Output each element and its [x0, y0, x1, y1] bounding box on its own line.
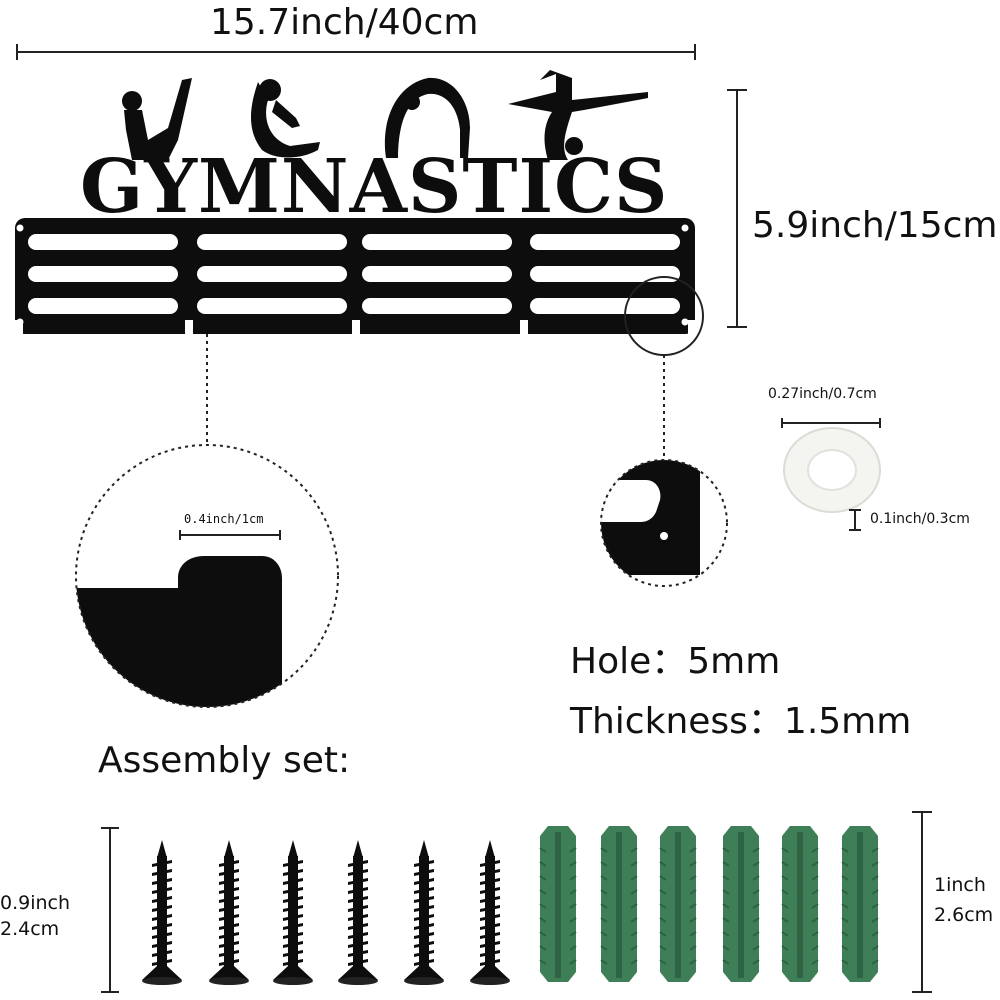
screw-icon [404, 840, 444, 985]
height-dimension-line [727, 89, 747, 328]
hole-detail-circle [600, 459, 728, 587]
medal-rack-body [15, 218, 696, 336]
hole-spec: Hole：5mm [570, 641, 781, 682]
gymnast-figure-1 [122, 78, 192, 160]
width-label: 15.7inch/40cm [210, 2, 479, 43]
screw-icon [273, 840, 313, 985]
screw-icon [209, 840, 249, 985]
brand-word: GYMNASTICS [80, 144, 669, 230]
anchor-dimension-line [912, 811, 932, 993]
anchor-length-inch: 1inch [934, 874, 986, 896]
gymnast-figure-4 [508, 70, 648, 160]
slot-detail-circle [75, 444, 339, 708]
wall-anchor-icon [722, 826, 760, 982]
screw-length-label: 0.9inch 2.4cm [0, 890, 70, 942]
screws-group [142, 840, 510, 985]
screw-dimension-line [101, 827, 119, 993]
gymnast-figure-3 [384, 77, 470, 158]
wall-anchor-icon [600, 826, 638, 982]
screw-length-cm: 2.4cm [0, 918, 60, 940]
anchor-length-label: 1inch 2.6cm [934, 870, 993, 930]
assembly-set-label: Assembly set: [98, 740, 351, 781]
gymnast-silhouettes [122, 70, 648, 160]
wall-anchors-group [539, 826, 879, 982]
slot-width-label: 0.4inch/1cm [184, 512, 264, 526]
screw-icon [338, 840, 378, 985]
anchor-length-cm: 2.6cm [934, 904, 994, 926]
thickness-spec: Thickness：1.5mm [570, 701, 912, 742]
screw-icon [142, 840, 182, 985]
gymnast-figure-2 [251, 79, 320, 158]
screw-length-inch: 0.9inch [0, 892, 71, 914]
height-label: 5.9inch/15cm [752, 205, 998, 246]
wall-anchor-icon [841, 826, 879, 982]
spacer-ring [781, 418, 881, 531]
width-dimension-line [16, 44, 696, 60]
wall-anchor-icon [659, 826, 697, 982]
spacer-thickness-label: 0.1inch/0.3cm [870, 511, 970, 527]
wall-anchor-icon [539, 826, 577, 982]
screw-icon [470, 840, 510, 985]
spacer-diameter-label: 0.27inch/0.7cm [768, 386, 877, 402]
wall-anchor-icon [781, 826, 819, 982]
rack-slots [15, 224, 696, 336]
